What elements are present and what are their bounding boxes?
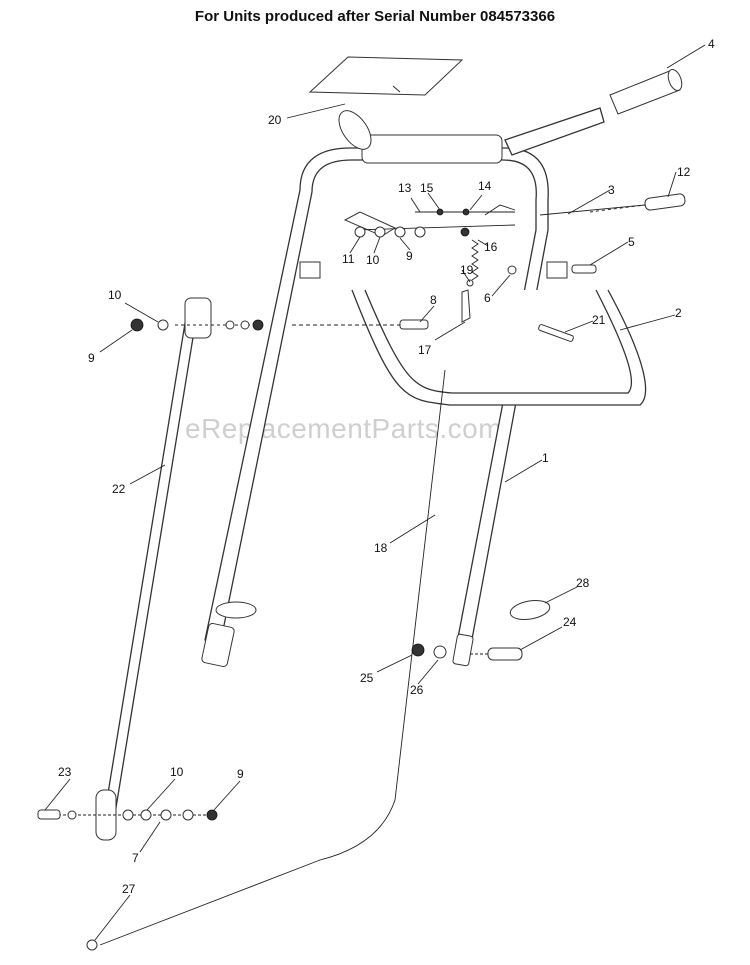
upper-handle-inner <box>311 159 537 230</box>
bolt-8 <box>399 319 429 330</box>
callout-3: 3 <box>608 183 615 197</box>
washer-26 <box>433 645 447 659</box>
grip-4-end <box>667 68 683 92</box>
callout-1: 1 <box>542 451 549 465</box>
rod-22 <box>101 304 199 833</box>
callout-22: 22 <box>112 482 126 496</box>
callout-4: 4 <box>708 37 715 51</box>
callout-15: 15 <box>420 181 434 195</box>
callout-9b: 9 <box>88 351 95 365</box>
callout-12: 12 <box>677 165 691 179</box>
part-27 <box>509 599 551 621</box>
callout-24: 24 <box>563 615 577 629</box>
callout-9a: 9 <box>406 249 413 263</box>
decal-plate <box>308 56 464 96</box>
callout-2: 2 <box>675 306 682 320</box>
left-tube-end <box>201 622 235 668</box>
part-12 <box>644 193 686 211</box>
watermark: eReplacementParts.com <box>185 413 503 444</box>
callout-5: 5 <box>628 235 635 249</box>
callout-28: 27 <box>122 882 136 896</box>
left-bracket <box>299 261 321 279</box>
callout-11: 11 <box>342 252 355 266</box>
rod-22-top-bracket <box>184 297 212 339</box>
right-tube-end <box>452 633 474 667</box>
bolt-23 <box>37 809 61 820</box>
right-handle-tube <box>504 107 605 156</box>
callout-23: 23 <box>58 765 72 779</box>
bolt-5 <box>571 264 597 274</box>
lever-11 <box>343 211 397 237</box>
nut-25 <box>411 643 425 657</box>
callout-18: 18 <box>374 541 388 555</box>
callout-19: 19 <box>460 263 474 277</box>
callout-26: 26 <box>410 683 424 697</box>
callout-7: 7 <box>132 851 139 865</box>
left-clip <box>215 601 257 619</box>
callout-13: 13 <box>398 181 412 195</box>
cable-18 <box>99 369 446 946</box>
callout-10c: 10 <box>170 765 184 779</box>
left-grip <box>338 110 372 150</box>
right-bracket <box>546 261 568 279</box>
pin-17 <box>461 289 471 323</box>
callout-25: 25 <box>360 671 374 685</box>
callout-20: 20 <box>268 113 282 127</box>
callout-10a: 10 <box>366 253 380 267</box>
callout-21: 21 <box>592 313 606 327</box>
left-frame-tube <box>204 189 313 646</box>
bolt-24 <box>487 647 523 661</box>
callout-6: 6 <box>484 291 491 305</box>
bolt-21 <box>538 324 574 342</box>
lower-u-frame-inner <box>364 289 633 394</box>
callout-14: 14 <box>478 179 492 193</box>
callout-27: 28 <box>576 576 590 590</box>
handle-top-bracket <box>361 134 503 164</box>
callout-10b: 10 <box>108 288 122 302</box>
part-28 <box>86 939 98 951</box>
callout-17: 17 <box>418 343 432 357</box>
callout-9c: 9 <box>237 767 244 781</box>
callout-8: 8 <box>430 293 437 307</box>
callout-16: 16 <box>484 240 498 254</box>
page-title: For Units produced after Serial Number 0… <box>194 8 556 25</box>
